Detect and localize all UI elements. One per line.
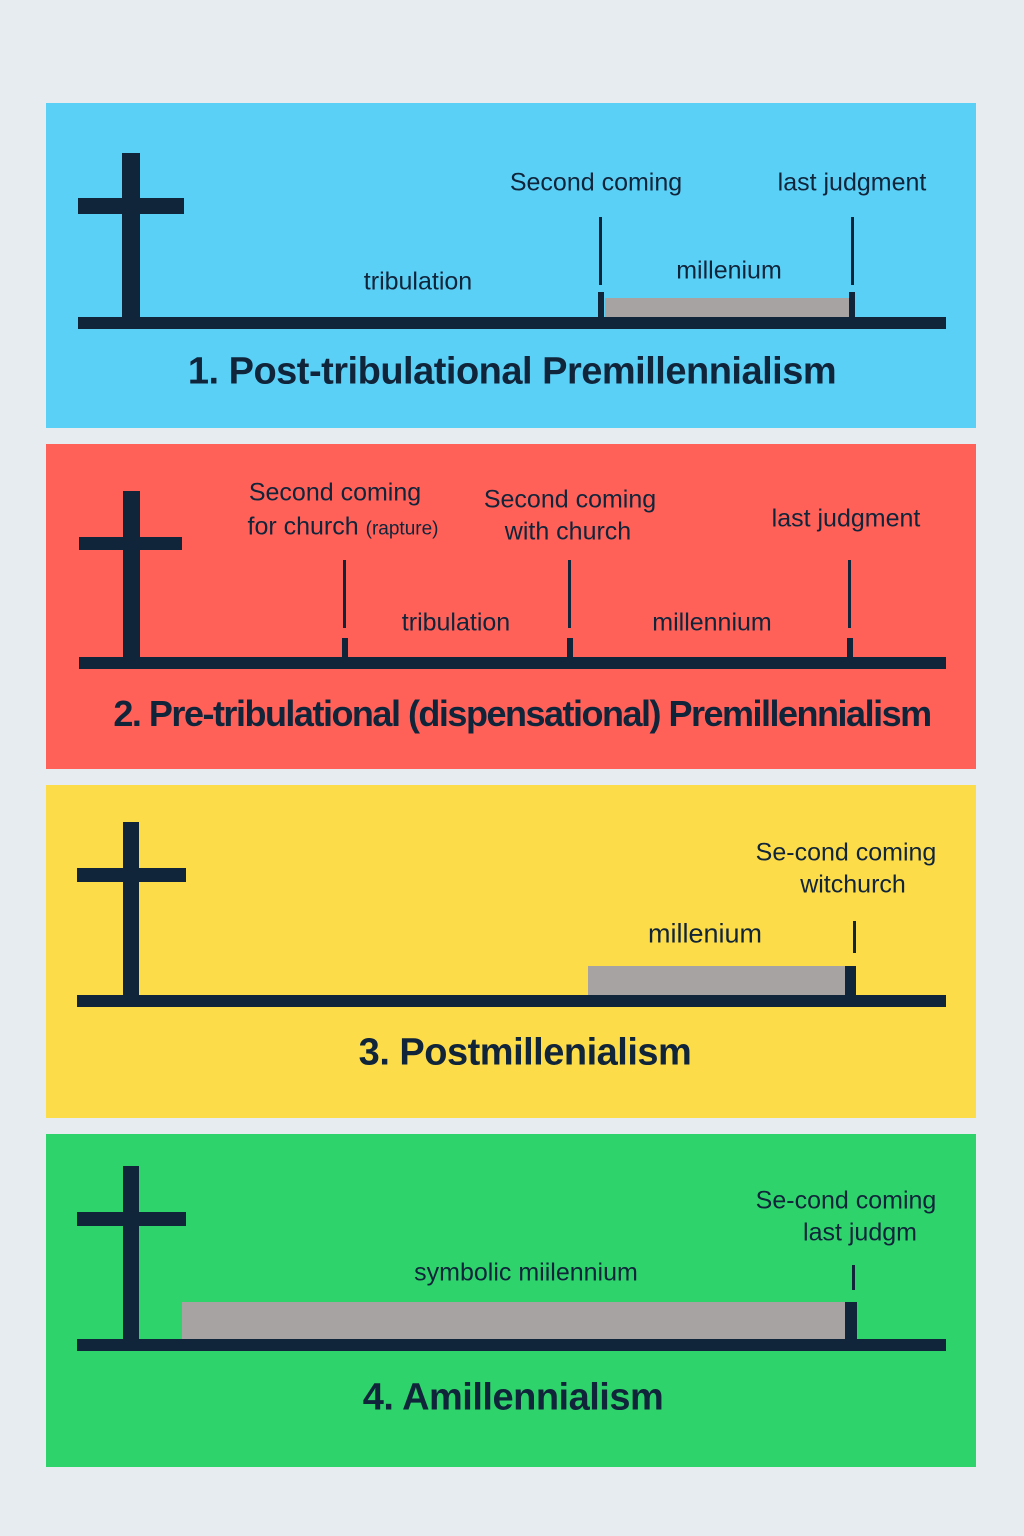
last-judgment-marker	[848, 560, 851, 628]
panel-title: 1. Post-tribulational Premillennialism	[187, 350, 837, 393]
second-coming-tick	[845, 1302, 857, 1339]
second-coming-tick	[598, 292, 604, 318]
label-for-church-rapture: for church (rapture)	[248, 513, 439, 542]
label-for-church: for church	[247, 512, 359, 541]
millennium-bar	[588, 966, 845, 995]
panel-post-tribulational: Second coming last judgment tribulation …	[46, 103, 976, 428]
second-coming-marker	[852, 1265, 855, 1290]
cross-icon	[122, 153, 140, 323]
last-judgment-tick	[847, 638, 853, 658]
label-tribulation: tribulation	[401, 608, 511, 637]
second-coming-tick	[845, 966, 856, 995]
label-second-coming: Se-cond coming	[755, 1186, 937, 1215]
panel-title: 3. Postmillenialism	[358, 1031, 692, 1074]
label-symbolic-millennium: symbolic miilennium	[414, 1258, 638, 1287]
cross-icon	[123, 491, 140, 661]
label-tribulation: tribulation	[363, 267, 473, 296]
label-second-coming-for-church: Second coming	[248, 478, 422, 507]
second-coming-marker	[853, 921, 856, 953]
cross-icon-bar	[79, 537, 182, 550]
label-millennium: millenium	[647, 918, 763, 949]
label-last-judgment: last judgment	[771, 504, 921, 533]
label-last-judgment: last judgment	[777, 168, 927, 197]
timeline-axis	[77, 995, 946, 1007]
panel-pre-tribulational: Second coming for church (rapture) Secon…	[46, 444, 976, 769]
timeline-axis	[77, 1339, 946, 1351]
rapture-tick	[342, 638, 348, 658]
second-coming-marker	[568, 560, 571, 628]
label-with-church: witchurch	[800, 870, 906, 899]
label-millennium: millenium	[676, 256, 782, 285]
rapture-marker	[343, 560, 346, 628]
timeline-axis	[78, 317, 946, 329]
last-judgment-tick	[849, 292, 855, 318]
cross-icon-bar	[77, 1212, 186, 1226]
timeline-axis	[79, 657, 946, 669]
panel-postmillennialism: Se-cond coming witchurch millenium 3. Po…	[46, 785, 976, 1118]
cross-icon-bar	[77, 868, 186, 882]
second-coming-marker	[599, 217, 602, 285]
panel-title: 4. Amillennialism	[362, 1376, 664, 1419]
label-with-church: with church	[504, 517, 632, 546]
label-last-judgment: last judgm	[803, 1218, 917, 1247]
symbolic-millennium-bar	[182, 1302, 845, 1339]
cross-icon	[123, 1166, 139, 1341]
panel-amillennialism: Se-cond coming last judgm symbolic miile…	[46, 1134, 976, 1467]
label-millennium: millennium	[652, 608, 772, 637]
label-second-coming: Se-cond coming	[755, 838, 937, 867]
second-coming-tick	[567, 638, 573, 658]
millennium-bar	[605, 298, 850, 317]
cross-icon	[123, 822, 139, 997]
panel-title: 2. Pre-tribulational (dispensational) Pr…	[113, 693, 932, 734]
label-second-coming: Second coming	[509, 168, 683, 197]
label-second-coming-with-church: Second coming	[483, 485, 657, 514]
cross-icon-bar	[78, 198, 184, 214]
label-rapture: (rapture)	[365, 518, 439, 540]
last-judgment-marker	[851, 217, 854, 285]
